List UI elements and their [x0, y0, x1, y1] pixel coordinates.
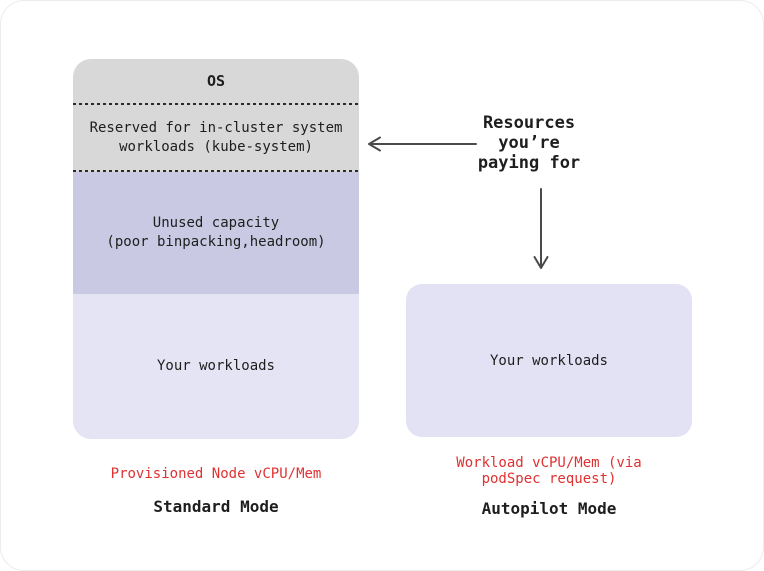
section-your-workloads: Your workloads [73, 294, 359, 439]
standard-node-box: OS Reserved for in-cluster system worklo… [73, 59, 359, 439]
autopilot-workloads-box: Your workloads [406, 284, 692, 437]
resources-paying-annotation: Resources you’re paying for [477, 113, 581, 173]
autopilot-workloads-label: Your workloads [489, 352, 608, 369]
section-os: OS [73, 59, 359, 103]
autopilot-mode-title: Autopilot Mode [481, 499, 617, 518]
dashed-separator [73, 170, 359, 172]
dashed-separator [73, 103, 359, 105]
standard-mode-title: Standard Mode [153, 497, 279, 516]
standard-cost-label: Provisioned Node vCPU/Mem [110, 466, 322, 482]
arrow-down-icon [533, 188, 549, 269]
section-unused-capacity: Unused capacity (poor binpacking,headroo… [73, 172, 359, 294]
section-reserved-system-workloads: Reserved for in-cluster system workloads… [73, 105, 359, 170]
autopilot-cost-label: Workload vCPU/Mem (via podSpec request) [456, 455, 642, 487]
